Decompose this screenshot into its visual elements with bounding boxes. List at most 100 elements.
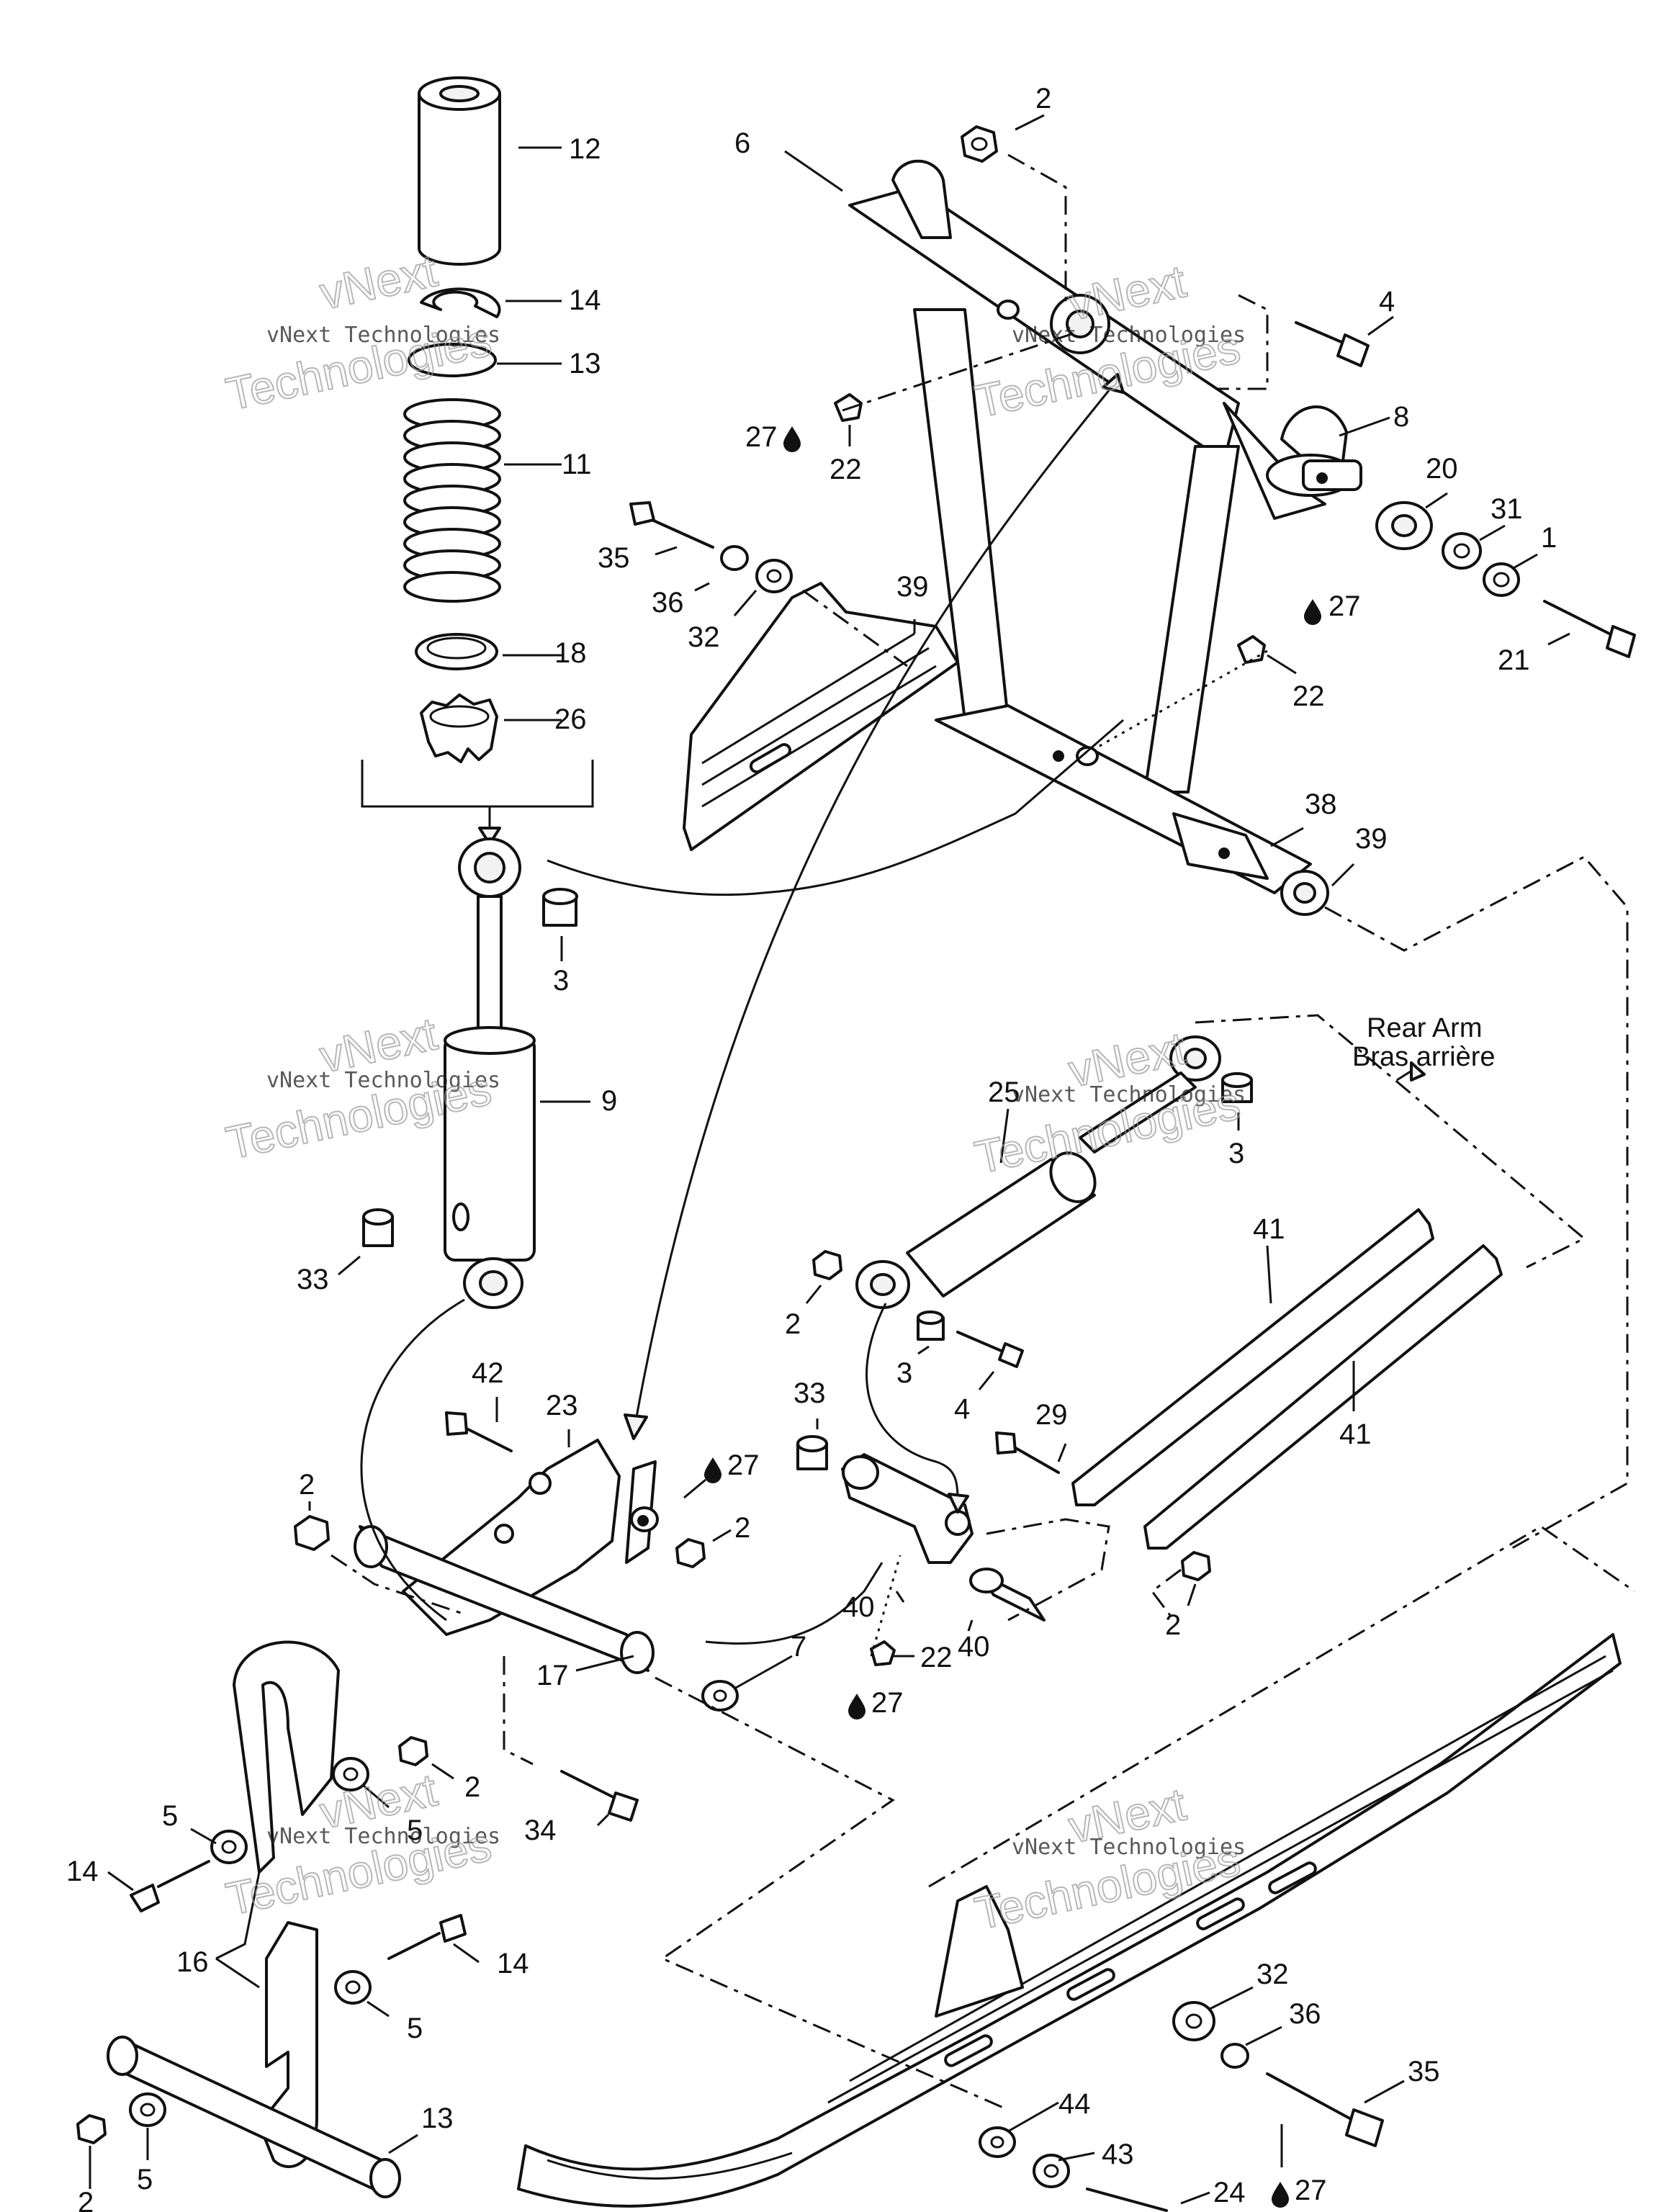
callout-2-a: 2 [1035,83,1051,114]
axle-part-18 [354,1525,655,1674]
grease-fitting-part-22-lower [870,1640,896,1666]
leader-lines [89,114,1570,2205]
bushing-part-33-rear [796,1435,828,1470]
washer-part-7 [701,1680,739,1712]
callout-2-d: 2 [299,1469,315,1501]
nut-part-2-rear-bottom [1181,1551,1211,1581]
nut-part-2-bottom [76,2114,107,2144]
callout-5-d: 5 [137,2164,153,2195]
callout-31: 31 [1491,493,1523,525]
callout-4-b: 4 [954,1393,970,1425]
rail-section-top [683,582,959,851]
callout-28-c: 27 [727,1449,760,1481]
tube-part-40 [969,1568,1046,1622]
bushing-part-3-rear-bottom [917,1310,945,1341]
callout-40: 40 [958,1631,990,1663]
front-arm-part-6 [848,159,1362,894]
washer-part-5-d [129,2092,166,2127]
callout-13: 14 [569,284,601,316]
washer-part-5-a [332,1757,369,1791]
shock-absorber-part-25 [855,1035,1221,1309]
washer-part-43 [1033,2154,1070,2188]
adjuster-part-26 [420,693,498,763]
callout-35-a: 35 [598,542,630,574]
callout-16-a: 14 [66,1856,99,1887]
callout-7: 7 [791,1631,806,1663]
bolt-part-29 [995,1431,1060,1474]
callout-26: 26 [554,703,587,735]
callout-11: 12 [569,133,601,165]
callout-3-b: 3 [1228,1138,1244,1169]
callout-22-a: 22 [830,454,862,485]
keeper-part-13 [420,287,501,318]
rear-arm-part-41-lower [1143,1244,1503,1550]
bushing-part-3-rear-top [1221,1072,1253,1103]
watermark-big: vNext [315,244,441,319]
grease-drop-icon [783,426,801,452]
bolt-part-16-right [387,1914,467,1960]
callout-5-a: 5 [407,1815,423,1846]
rail-section-lower [517,1633,1622,2208]
lockwasher-part-36-bottom [1220,2043,1249,2069]
rear-arm-label-fr: Bras arrière [1352,1042,1496,1072]
callout-2-e: 2 [734,1512,750,1544]
callout-2-g: 2 [78,2187,94,2212]
nut-part-2-left [294,1515,330,1551]
callout-1: 1 [1541,522,1557,554]
watermark-small: vNext Technologies [1012,323,1246,348]
bushing-part-20 [1375,501,1433,550]
callout-2-f: 2 [464,1771,480,1803]
washer-part-1 [1483,562,1520,597]
bolt-part-34 [560,1770,639,1822]
callout-12: 13 [569,348,601,379]
callout-17: 16 [176,1946,209,1978]
callout-labels: 12 14 13 11 18 26 3 9 33 6 2 4 27 22 8 2… [66,83,1557,2212]
callout-41-a: 41 [1253,1213,1285,1245]
callout-5-c: 5 [407,2013,423,2044]
bolt-part-24 [1086,2188,1168,2212]
callout-10: 11 [562,449,592,480]
callout-28-b: 27 [1328,590,1361,622]
callout-36-b: 36 [1289,1998,1321,2030]
callout-22-c: 22 [920,1642,953,1673]
lockwasher-part-36-top [720,545,749,571]
callout-16-b: 14 [497,1948,529,1979]
bracket-part-17-lower [258,1921,318,2168]
callout-5-b: 5 [162,1800,178,1832]
nut-part-2-center [675,1538,706,1568]
bellcrank-part-39 [841,1453,974,1564]
callout-18: 17 [536,1660,569,1691]
grease-fitting-part-22-right [1237,635,1266,664]
watermark-small: vNext Technologies [1012,1835,1246,1860]
bolt-part-4-top [1295,321,1370,367]
callout-38-b: 39 [1355,823,1388,855]
callout-32-a: 32 [688,621,720,653]
callout-29: 29 [1035,1399,1068,1431]
nut-part-2-rear-top [812,1250,842,1280]
callout-2-b: 2 [785,1308,801,1340]
callout-20: 20 [1426,453,1458,485]
callout-6: 6 [734,127,750,159]
assembly-lines [331,153,1635,2111]
washer-part-32-bottom [1172,2001,1215,2041]
bolt-part-21 [1543,600,1636,658]
callout-21: 21 [1498,644,1530,676]
bolt-part-42 [445,1411,513,1452]
callout-33-a: 33 [297,1264,329,1295]
watermark-big: vNext [1064,255,1190,330]
collar-part-19 [415,633,498,670]
callout-35-b: 35 [1408,2056,1440,2087]
callout-34: 34 [524,1815,557,1846]
callout-38-a: 39 [896,571,929,603]
callout-37: 38 [1305,788,1337,820]
callout-22-b: 22 [1292,680,1325,712]
callout-24: 24 [1213,2177,1246,2208]
callout-39: 40 [842,1591,875,1623]
callout-14: 13 [421,2103,454,2134]
axle-part-14 [107,2036,401,2198]
callout-36-a: 36 [652,587,684,619]
ring-part-12 [408,343,497,377]
nut-part-2-bracket [398,1736,428,1766]
washer-part-5-b [210,1830,248,1864]
